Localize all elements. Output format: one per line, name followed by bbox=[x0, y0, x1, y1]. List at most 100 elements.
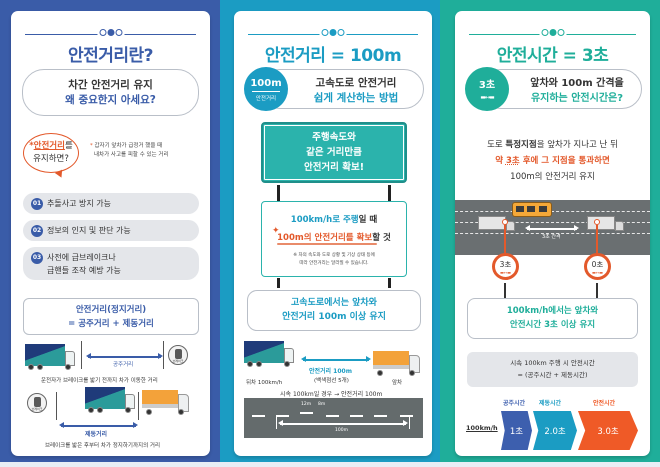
card: 안전시간 = 3초 3초 ▬↔▬ 앞차와 100m 간격을 유지하는 안전시간은… bbox=[455, 11, 650, 456]
time-badge: 3초 ▬↔▬ bbox=[465, 67, 509, 111]
panel-title: 안전거리 = 100m bbox=[264, 46, 402, 66]
front-car-label: 앞차 bbox=[392, 380, 403, 386]
truck-gap-icon: ▬↔▬ bbox=[592, 270, 603, 275]
chevron-braking-time: 2.0초 bbox=[533, 411, 577, 450]
chevron-value: 2.0초 bbox=[544, 426, 566, 437]
card: 안전거리란? 차간 안전거리 유지 왜 중요한지 아세요? *안전거리를 유지하… bbox=[11, 11, 210, 456]
rule-pill: 100km/h에서는 앞차와 안전시간 3초 이상 유지 bbox=[467, 298, 638, 339]
brake-pedal-icon: 브레이크 bbox=[168, 345, 188, 365]
bubble-highlight: 안전거리 bbox=[33, 141, 65, 151]
distance-label: 안전거리 100m bbox=[309, 368, 352, 375]
bus-icon bbox=[512, 202, 552, 217]
distance-badge: 100m 안전거리 bbox=[244, 67, 288, 111]
benefit-item: 01 추돌사고 방지 가능 bbox=[23, 193, 199, 214]
pin-stem bbox=[596, 283, 598, 299]
pin-stem bbox=[504, 225, 506, 253]
sign-text: 할 것 bbox=[372, 233, 391, 243]
road-diagram: 12m 8m 100m bbox=[244, 398, 423, 438]
double-arrow-icon bbox=[278, 420, 408, 426]
note-line1: 갑자기 앞차가 급정거 했을 때 bbox=[94, 143, 163, 149]
sign-line3: 안전거리 확보! bbox=[303, 162, 365, 173]
sign-line2: 같은 거리만큼 bbox=[306, 147, 362, 158]
divider bbox=[138, 392, 139, 420]
rule-line2: 안전시간 3초 이상 유지 bbox=[509, 320, 596, 330]
headline-line2: 유지하는 안전시간은? bbox=[530, 93, 624, 104]
chevron-label: 안전시간 bbox=[593, 400, 616, 407]
sign-post bbox=[277, 185, 280, 201]
page-indicator bbox=[469, 29, 636, 39]
question-pill: 차간 안전거리 유지 왜 중요한지 아세요? bbox=[22, 69, 199, 116]
number-badge: 03 bbox=[31, 252, 43, 264]
description: 도로 특정지점을 앞차가 지나고 난 뒤 약 3초 후에 그 지점을 통과하면 … bbox=[455, 137, 650, 185]
card: 안전거리 = 100m 100m 안전거리 고속도로 안전거리 쉽게 계산하는 … bbox=[234, 11, 432, 456]
sign-text: 일 때 bbox=[358, 215, 378, 225]
formula-box: 시속 100km 주행 시 안전시간 = (공주시간 + 제동시간) bbox=[467, 352, 638, 387]
pin-stem bbox=[596, 225, 598, 253]
chevron-reaction-time: 1초 bbox=[501, 411, 532, 450]
panel-safe-distance-definition: 안전거리란? 차간 안전거리 유지 왜 중요한지 아세요? *안전거리를 유지하… bbox=[0, 0, 220, 462]
gap-label: 3초 간격 bbox=[542, 234, 561, 240]
headline: 앞차와 100m 간격을 유지하는 안전시간은? bbox=[512, 76, 642, 106]
chevron-label: 제동시간 bbox=[539, 400, 562, 407]
benefit-item: 02 정보의 인지 및 판단 가능 bbox=[23, 220, 199, 241]
dash-length-label: 12m bbox=[301, 402, 312, 407]
highway-sign: 주행속도와 같은 거리만큼 안전거리 확보! bbox=[261, 122, 407, 183]
sign-line1: 주행속도와 bbox=[312, 132, 356, 143]
formula-line2: = 공주거리 + 제동거리 bbox=[68, 319, 154, 329]
chevron-safe-time: 3.0초 bbox=[578, 411, 638, 450]
rule-pill: 고속도로에서는 앞차와 안전거리 100m 이상 유지 bbox=[247, 290, 421, 331]
headline-line2: 쉽게 계산하는 방법 bbox=[313, 92, 399, 104]
truck-gap-icon: ▬↔▬ bbox=[500, 270, 511, 275]
asterisk: * bbox=[29, 141, 34, 151]
point-marker bbox=[594, 219, 600, 225]
truck-icon bbox=[587, 216, 624, 231]
sign-note: ※ 차의 속도와 도로 상황 및 기상 상태 등에 bbox=[293, 253, 375, 258]
desc-highlight: 3초 bbox=[505, 156, 520, 166]
note-line2: 내차가 사고를 피할 수 있는 거리 bbox=[94, 152, 169, 158]
formula-line2: = (공주시간 + 제동시간) bbox=[517, 371, 588, 379]
panel-safe-time-3sec: 안전시간 = 3초 3초 ▬↔▬ 앞차와 100m 간격을 유지하는 안전시간은… bbox=[440, 0, 660, 462]
sign-post bbox=[388, 278, 391, 288]
headline-line1: 앞차와 100m 간격을 bbox=[530, 78, 624, 89]
chevron-value: 3.0초 bbox=[597, 426, 619, 437]
point-marker bbox=[502, 219, 508, 225]
double-arrow-icon bbox=[525, 225, 579, 231]
benefit-text: 정보의 인지 및 판단 가능 bbox=[47, 226, 131, 235]
speed-label: 100km/h bbox=[466, 424, 498, 432]
desc-text: 도로 bbox=[487, 140, 506, 150]
gap-length-label: 8m bbox=[318, 402, 326, 407]
sign-highlight: 100m의 안전거리를 확보 bbox=[277, 233, 373, 243]
headline: 고속도로 안전거리 쉽게 계산하는 방법 bbox=[292, 76, 420, 106]
brake-label: 브레이크 bbox=[31, 407, 43, 411]
formula-box: 안전거리(정지거리) = 공주거리 + 제동거리 bbox=[23, 298, 199, 335]
desc-text: 약 bbox=[495, 156, 506, 166]
benefit-text: 급핸들 조작 예방 가능 bbox=[47, 265, 121, 275]
sign-post bbox=[277, 278, 280, 288]
braking-caption: 브레이크를 밟은 후부터 차가 정지하기까지의 거리 bbox=[45, 443, 161, 449]
double-arrow-icon bbox=[86, 353, 163, 359]
timer-0sec: 0초 ▬↔▬ bbox=[584, 253, 611, 280]
benefit-text: 추돌사고 방지 가능 bbox=[47, 199, 111, 208]
rule-sign: ✦ 100km/h로 주행일 때 100m의 안전거리를 확보할 것 ※ 차의 … bbox=[261, 201, 407, 277]
headline-line1: 고속도로 안전거리 bbox=[315, 77, 397, 89]
page-indicator bbox=[248, 29, 418, 39]
braking-distance-label: 제동거리 bbox=[85, 431, 108, 438]
timer-value: 0초 bbox=[591, 260, 604, 269]
rule-line1: 고속도로에서는 앞차와 bbox=[291, 298, 377, 308]
sparkle-icon: ✦ bbox=[272, 226, 280, 236]
pin-stem bbox=[504, 283, 506, 299]
desc-text: 후에 그 지점을 통과하면 bbox=[519, 156, 610, 166]
desc-bold: 특정지점 bbox=[505, 140, 537, 150]
rear-car-label: 뒤차 100km/h bbox=[246, 380, 283, 386]
asterisk: * bbox=[90, 143, 93, 149]
divider bbox=[163, 341, 164, 369]
desc-text: 을 앞차가 지나고 난 뒤 bbox=[536, 140, 618, 150]
brake-label: 브레이크 bbox=[172, 359, 184, 363]
chevron-value: 1초 bbox=[509, 426, 524, 437]
sign-highlight: 100km/h로 주행 bbox=[290, 215, 359, 225]
timer-3sec: 3초 ▬↔▬ bbox=[492, 253, 519, 280]
number-badge: 01 bbox=[31, 197, 43, 210]
double-arrow-icon bbox=[59, 422, 138, 428]
truck-gap-icon: ▬↔▬ bbox=[480, 94, 494, 101]
